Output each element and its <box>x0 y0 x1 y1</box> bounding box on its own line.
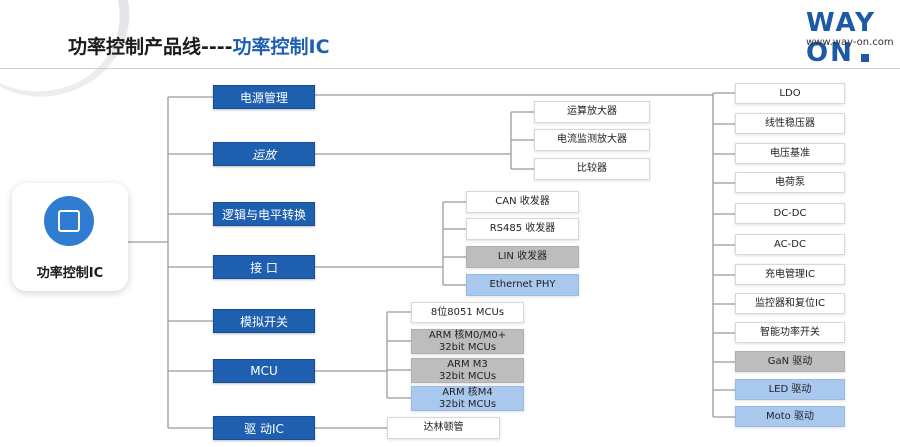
power-item: 电压基准 <box>735 143 845 164</box>
power-item: LDO <box>735 83 845 104</box>
category-interface: 接 口 <box>213 255 315 279</box>
interface-item: RS485 收发器 <box>466 218 579 240</box>
interface-item: LIN 收发器 <box>466 246 579 268</box>
header-divider <box>0 68 900 69</box>
power-item: 智能功率开关 <box>735 322 845 343</box>
category-power-management: 电源管理 <box>213 85 315 109</box>
power-item: 线性稳压器 <box>735 113 845 134</box>
category-analog-switch: 模拟开关 <box>213 309 315 333</box>
opamp-item: 比较器 <box>534 158 650 180</box>
brand-url: www.way-on.com <box>806 37 894 48</box>
ic-chip-icon <box>44 196 94 246</box>
brand-logo: WAY ON <box>806 8 876 68</box>
category-logic-level-shift: 逻辑与电平转换 <box>213 202 315 226</box>
power-item: LED 驱动 <box>735 379 845 400</box>
power-item: Moto 驱动 <box>735 406 845 427</box>
power-item: 监控器和复位IC <box>735 293 845 314</box>
brand-square-icon <box>861 54 869 62</box>
category-opamp: 运放 <box>213 142 315 166</box>
mcu-item: ARM 核M4 32bit MCUs <box>411 386 524 411</box>
power-item: GaN 驱动 <box>735 351 845 372</box>
interface-item: CAN 收发器 <box>466 191 579 213</box>
interface-item: Ethernet PHY <box>466 274 579 296</box>
opamp-item: 运算放大器 <box>534 101 650 123</box>
mcu-item: 8位8051 MCUs <box>411 302 524 323</box>
center-label: 功率控制IC <box>36 266 104 281</box>
category-driver-ic: 驱 动IC <box>213 416 315 440</box>
mcu-item: ARM 核M0/M0+ 32bit MCUs <box>411 329 524 354</box>
power-item: 电荷泵 <box>735 172 845 193</box>
category-mcu: MCU <box>213 359 315 383</box>
opamp-item: 电流监测放大器 <box>534 129 650 151</box>
mcu-item: ARM M3 32bit MCUs <box>411 358 524 383</box>
power-item: AC-DC <box>735 234 845 255</box>
page-title: 功率控制产品线----功率控制IC <box>68 36 330 58</box>
power-item: DC-DC <box>735 203 845 224</box>
driver-item: 达林顿管 <box>387 417 500 439</box>
power-item: 充电管理IC <box>735 264 845 285</box>
